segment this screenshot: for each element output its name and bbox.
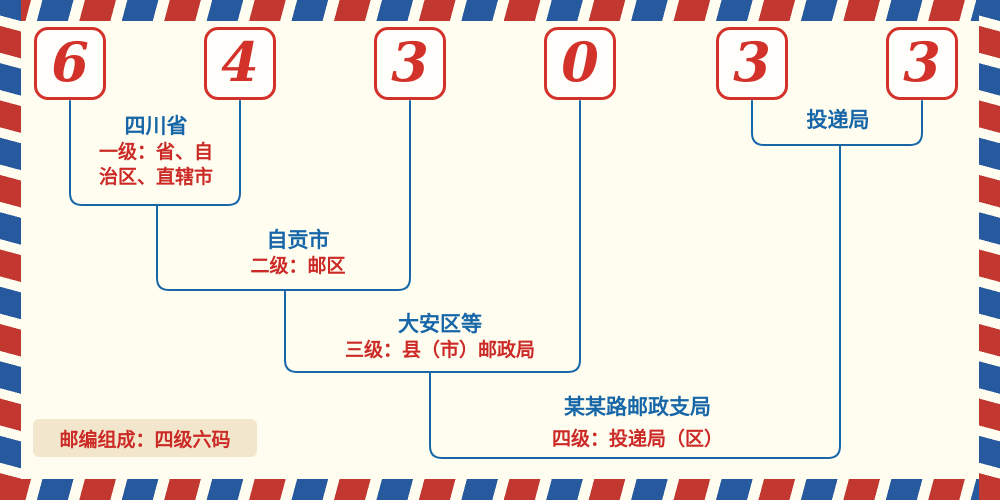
level3-desc: 三级：县（市）邮政局 — [344, 340, 535, 361]
digit: 3 — [391, 29, 429, 94]
label-level3: 大安区等 三级：县（市）邮政局 — [315, 311, 565, 363]
digit-box-5: 3 — [716, 27, 788, 100]
label-level1: 四川省 一级：省、自 治区、直辖市 — [72, 113, 240, 190]
digit: 4 — [221, 29, 259, 94]
digit-box-1: 6 — [34, 27, 106, 100]
footer-note-badge: 邮编组成：四级六码 — [33, 419, 257, 457]
digit: 0 — [561, 29, 599, 94]
airmail-border-top — [0, 0, 1000, 21]
digit-box-3: 3 — [374, 27, 446, 100]
airmail-border-right — [979, 0, 1000, 500]
level2-desc: 二级：邮区 — [250, 256, 346, 277]
label-delivery-office: 投递局 — [762, 107, 914, 134]
label-level4: 某某路邮政支局 四级：投递局（区） — [495, 394, 780, 452]
footer-note-text: 邮编组成：四级六码 — [59, 429, 231, 451]
delivery-title: 投递局 — [806, 109, 870, 132]
digit: 6 — [51, 29, 89, 94]
digit-box-4: 0 — [544, 27, 616, 100]
airmail-border-bottom — [0, 479, 1000, 500]
level4-title: 某某路邮政支局 — [564, 396, 711, 419]
label-level2: 自贡市 二级：邮区 — [185, 227, 411, 279]
digit: 3 — [733, 29, 771, 94]
level1-title: 四川省 — [124, 115, 188, 138]
level1-desc-line1: 一级：省、自 — [98, 142, 213, 163]
level1-desc-line2: 治区、直辖市 — [98, 167, 213, 188]
level4-desc: 四级：投递局（区） — [551, 429, 723, 450]
airmail-border-left — [0, 0, 21, 500]
level2-title: 自贡市 — [266, 229, 330, 252]
digit: 3 — [903, 29, 941, 94]
digit-box-2: 4 — [204, 27, 276, 100]
digit-box-6: 3 — [886, 27, 958, 100]
level3-title: 大安区等 — [398, 313, 482, 336]
